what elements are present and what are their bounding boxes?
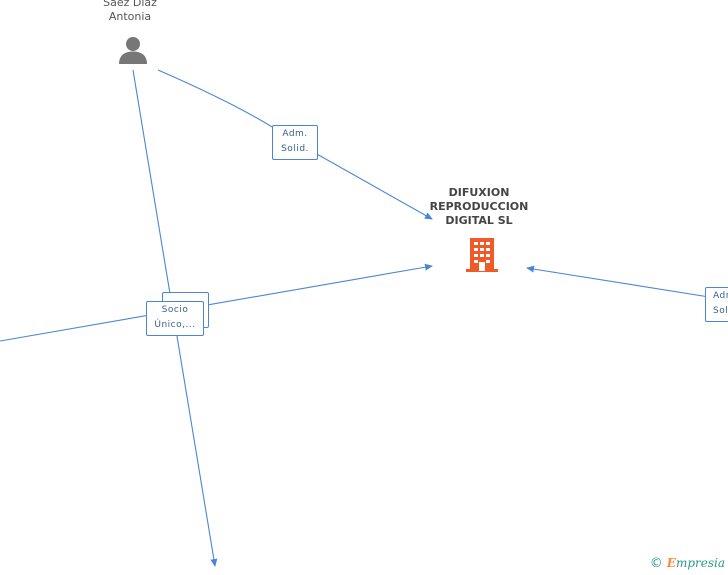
relation-label-socio-unico[interactable]: Socio Único,... bbox=[146, 301, 204, 336]
relation-label-adm-sol[interactable]: Adm. Sol bbox=[705, 287, 728, 322]
empresia-logo: Empresia bbox=[666, 556, 725, 570]
relation-label-adm-solid[interactable]: Adm. Solid. bbox=[272, 125, 318, 160]
footer-brand: ©Empresia bbox=[650, 556, 725, 571]
edge-left-to-company bbox=[0, 263, 433, 342]
copyright-symbol: © bbox=[649, 556, 663, 571]
company-name[interactable]: DIFUXION REPRODUCCION DIGITAL SL bbox=[429, 186, 529, 227]
building-icon[interactable] bbox=[466, 238, 498, 272]
person-icon[interactable] bbox=[118, 36, 148, 65]
person-name[interactable]: Saez Diaz Antonia bbox=[103, 0, 157, 23]
edge-right-to-company bbox=[526, 265, 728, 301]
